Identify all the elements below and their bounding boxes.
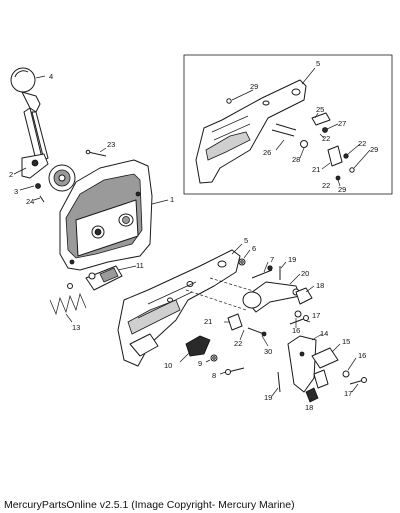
- callout-3: 3: [14, 187, 18, 196]
- inset-detail: [183, 54, 393, 195]
- callout-28: 28: [292, 155, 300, 164]
- callout-13: 13: [72, 323, 80, 332]
- callout-22-inset-b: 22: [358, 139, 366, 148]
- callout-23: 23: [107, 140, 115, 149]
- control-handle: [10, 67, 107, 203]
- callout-16-lower: 16: [358, 351, 366, 360]
- callout-24: 24: [26, 197, 34, 206]
- callout-17-top: 17: [312, 311, 320, 320]
- callout-9: 9: [198, 359, 202, 368]
- shift-bracket-plate: [117, 243, 271, 367]
- callout-29-inset-right: 29: [370, 145, 378, 154]
- callout-5-inset: 5: [316, 59, 320, 68]
- callout-30: 30: [264, 347, 272, 356]
- callout-labels: 4 23 2 3 24 1 11 13 5 29 25 27 22 26 28 …: [9, 59, 378, 412]
- callout-29-inset-top: 29: [250, 82, 258, 91]
- callout-6: 6: [252, 244, 256, 253]
- callout-22: 22: [234, 339, 242, 348]
- callout-26: 26: [263, 148, 271, 157]
- neutral-switch-and-spring: [49, 265, 137, 323]
- callout-4: 4: [49, 72, 53, 81]
- callout-19-top: 19: [288, 255, 296, 264]
- callout-8: 8: [212, 371, 216, 380]
- callout-22-inset-a: 22: [322, 134, 330, 143]
- callout-20: 20: [301, 269, 309, 278]
- callout-10: 10: [164, 361, 172, 370]
- callout-18-top: 18: [316, 281, 324, 290]
- copyright-caption: MercuryPartsOnline v2.5.1 (Image Copyrig…: [4, 499, 295, 511]
- control-housing: [59, 159, 169, 271]
- callout-7: 7: [270, 255, 274, 264]
- callout-11: 11: [136, 261, 144, 270]
- callout-21-inset: 21: [312, 165, 320, 174]
- callout-19-lower: 19: [264, 393, 272, 402]
- callout-14: 14: [320, 329, 328, 338]
- callout-21: 21: [204, 317, 212, 326]
- callout-15: 15: [342, 337, 350, 346]
- callout-2: 2: [9, 170, 13, 179]
- callout-16-top: 16: [292, 326, 300, 335]
- callout-18-lower: 18: [305, 403, 313, 412]
- callout-17-lower: 17: [344, 389, 352, 398]
- callout-1: 1: [170, 195, 174, 204]
- callout-29-inset-bottom: 29: [338, 185, 346, 194]
- callout-25: 25: [316, 105, 324, 114]
- callout-27: 27: [338, 119, 346, 128]
- lower-hardware: [179, 249, 367, 403]
- callout-5: 5: [244, 236, 248, 245]
- callout-22-inset-c: 22: [322, 181, 330, 190]
